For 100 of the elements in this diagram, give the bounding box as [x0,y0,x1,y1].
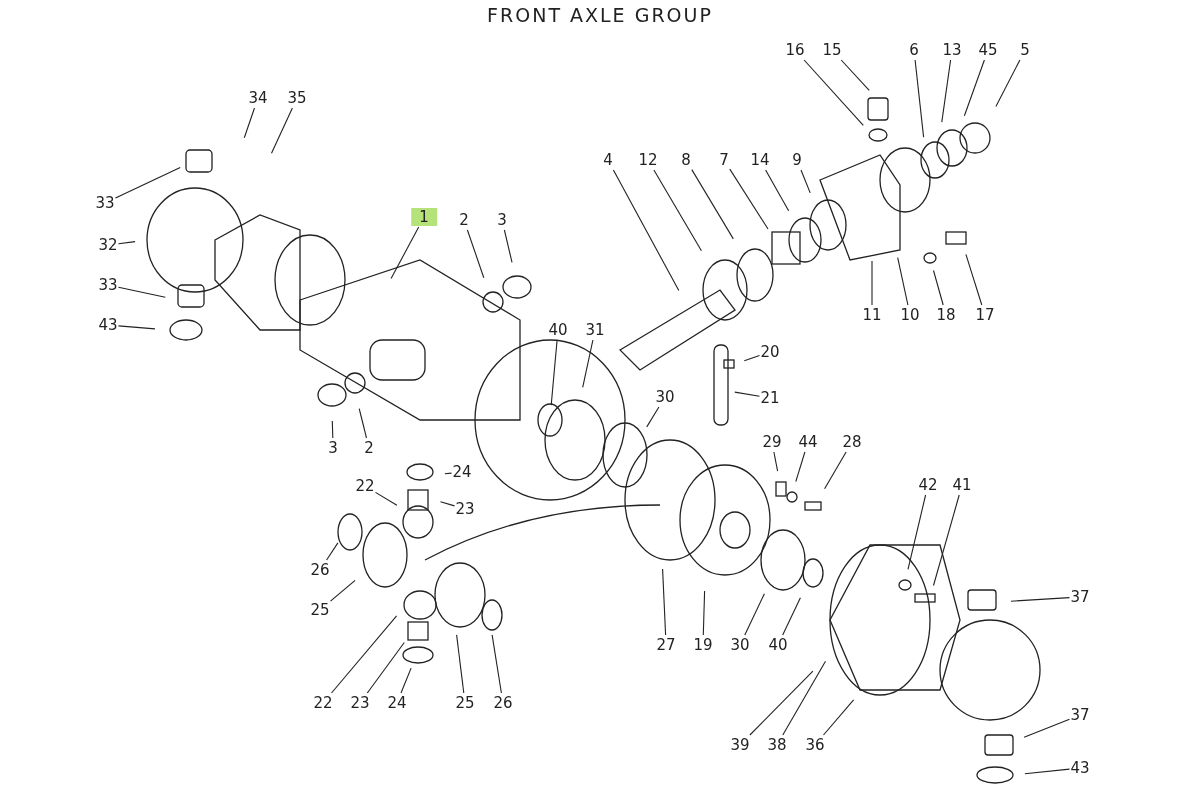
callout-number: 36 [805,736,825,754]
leader-line [729,168,769,230]
callout-number: 23 [350,694,370,712]
leader-line [653,169,702,252]
callout-number: 27 [656,636,676,654]
leader-line [782,660,827,736]
leader-line [366,641,405,694]
callout-number: 39 [730,736,750,754]
callout-number: 32 [98,236,118,254]
leader-line [1010,597,1071,602]
leader-line [330,615,398,694]
callout-number: 15 [822,41,842,59]
callout-number: 20 [760,343,780,361]
leader-line [117,286,166,298]
leader-line [612,169,680,292]
callout-number: 3 [328,439,338,457]
callout-number: 28 [842,433,862,451]
callout-number: 9 [792,151,802,169]
leader-line [390,226,420,280]
leader-line [800,169,811,194]
callout-number: 16 [785,41,805,59]
leader-line [897,257,909,306]
callout-number: 2 [364,439,374,457]
callout-number: 3 [497,211,507,229]
leader-line [743,355,761,362]
leader-line [439,501,456,507]
callout-number: 23 [455,500,475,518]
leader-line [117,241,136,245]
callout-number: 30 [730,636,750,654]
leader-line [243,107,256,139]
callout-number: 37 [1070,588,1090,606]
callout-number: 17 [975,306,995,324]
callout-number: 37 [1070,706,1090,724]
callout-number: 30 [655,388,675,406]
callout-number: 40 [548,321,568,339]
leader-line [114,166,181,199]
callout-number: 22 [355,477,375,495]
callout-number: 26 [493,694,513,712]
callout-number: 38 [767,736,787,754]
leader-line [466,229,485,279]
leader-line [117,325,156,330]
callout-number: 29 [762,433,782,451]
leader-line [331,420,334,439]
leader-line [965,253,983,306]
leader-line [914,59,925,138]
leader-line [702,590,706,636]
leader-line [491,634,502,694]
callout-number: 25 [455,694,475,712]
callout-number: 43 [98,316,118,334]
leader-line [270,107,293,154]
callout-number: 33 [95,194,115,212]
leader-line [691,169,734,240]
leader-line [550,339,558,406]
callout-number: 26 [310,561,330,579]
leader-line [358,408,368,439]
leader-line [963,59,985,117]
callout-number: 14 [750,151,770,169]
callout-number: 1 [411,208,437,226]
leader-line [744,593,765,636]
callout-number: 24 [452,463,472,481]
callout-number: 7 [719,151,729,169]
leader-line [400,667,412,694]
leader-line [932,494,960,587]
callout-number: 41 [952,476,972,494]
leader-line [582,339,594,388]
leader-line [907,494,927,570]
callout-number: 22 [313,694,333,712]
leader-line [1023,718,1071,738]
callout-number: 5 [1020,41,1030,59]
leader-line [444,472,453,475]
leader-line [646,406,660,428]
callout-number: 44 [798,433,818,451]
callout-number: 45 [978,41,998,59]
leader-line [995,59,1021,107]
leader-line [941,59,952,123]
callout-number: 21 [760,389,780,407]
leader-line [932,269,944,306]
callout-number: 2 [459,211,469,229]
leader-line [374,491,398,506]
leader-line [662,568,667,636]
callout-number: 25 [310,601,330,619]
leader-line [734,391,761,397]
leader-line [822,699,855,736]
leader-line [782,597,801,636]
callout-number: 24 [387,694,407,712]
callout-number: 34 [248,89,268,107]
leader-line [326,542,339,561]
callout-number: 18 [936,306,956,324]
leader-line [749,670,814,736]
callout-number: 11 [862,306,882,324]
leader-line [803,59,864,126]
leader-line [329,579,356,602]
callout-number: 31 [585,321,605,339]
callout-number: 12 [638,151,658,169]
leader-line [824,451,847,490]
leader-line [503,229,513,263]
callout-number: 8 [681,151,691,169]
callout-number: 4 [603,151,613,169]
callout-number: 10 [900,306,920,324]
callout-number: 42 [918,476,938,494]
